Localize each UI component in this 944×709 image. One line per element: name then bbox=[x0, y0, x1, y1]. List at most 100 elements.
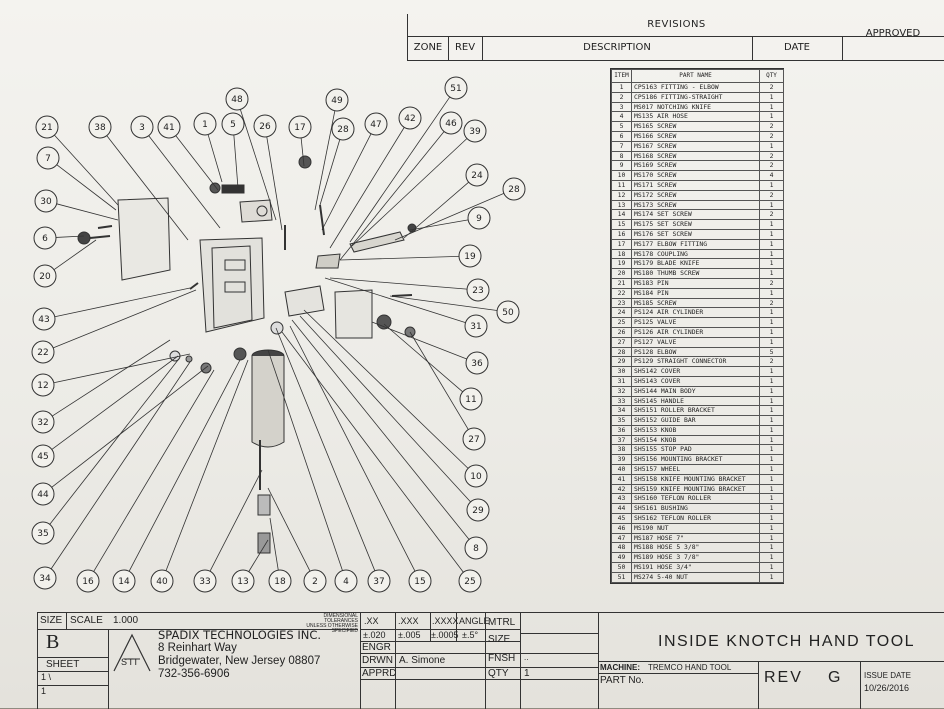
balloon-circle bbox=[467, 206, 491, 230]
balloon-circle bbox=[225, 87, 249, 111]
item-balloon: 34 bbox=[33, 566, 57, 590]
item-balloon: 12 bbox=[31, 373, 55, 397]
item-balloon: 45 bbox=[31, 444, 55, 468]
part-item-number: 51 bbox=[611, 571, 632, 583]
part-item-number: 21 bbox=[611, 277, 632, 289]
part-item-number: 12 bbox=[611, 189, 632, 201]
balloon-circle bbox=[193, 569, 217, 593]
leader-line bbox=[267, 487, 311, 572]
balloon-circle bbox=[157, 115, 181, 139]
part-item-number: 5 bbox=[611, 121, 632, 132]
size-label: SIZE bbox=[40, 615, 63, 626]
balloon-circle bbox=[303, 569, 327, 593]
item-balloon: 14 bbox=[112, 569, 136, 593]
part-qty: 1 bbox=[759, 395, 784, 407]
balloon-circle bbox=[268, 569, 292, 593]
part-item-number: 38 bbox=[611, 444, 632, 456]
balloon-circle bbox=[33, 566, 57, 590]
balloon-number: 44 bbox=[37, 490, 49, 500]
part-name: CP5163 FITTING - ELBOW bbox=[631, 82, 760, 93]
leader-line bbox=[269, 517, 279, 571]
part-qty: 1 bbox=[759, 522, 784, 534]
part-name: PS127 VALVE bbox=[631, 336, 760, 348]
part-item-number: 13 bbox=[611, 199, 632, 211]
balloon-circle bbox=[439, 111, 463, 135]
balloon-number: 3 bbox=[139, 123, 145, 133]
balloon-circle bbox=[112, 569, 136, 593]
part-name-column-header: PART NAME bbox=[631, 69, 760, 83]
leader-line bbox=[299, 315, 471, 503]
leader-line bbox=[54, 287, 191, 318]
leader-line bbox=[51, 365, 209, 488]
part-item-number: 8 bbox=[611, 150, 632, 162]
item-balloon: 38 bbox=[88, 115, 112, 139]
description-header: DESCRIPTION bbox=[482, 36, 753, 60]
leader-line bbox=[339, 255, 460, 261]
part-qty: 1 bbox=[759, 91, 784, 103]
company-logo bbox=[113, 633, 151, 672]
balloon-circle bbox=[367, 569, 391, 593]
item-balloon: 9 bbox=[467, 206, 491, 230]
leader-line bbox=[56, 164, 117, 211]
part-item-number: 35 bbox=[611, 415, 632, 426]
balloon-circle bbox=[33, 264, 57, 288]
part-no-label: PART No. bbox=[600, 675, 644, 686]
part-name: MS183 PIN bbox=[631, 277, 760, 289]
leader-line bbox=[383, 323, 463, 393]
part-name: MS172 SCREW bbox=[631, 189, 760, 201]
balloon-number: 20 bbox=[39, 272, 51, 282]
balloon-number: 4 bbox=[343, 577, 349, 587]
balloon-circle bbox=[458, 244, 482, 268]
machine-label: MACHINE: bbox=[600, 663, 640, 672]
balloon-number: 34 bbox=[39, 574, 51, 584]
part-item-number: 24 bbox=[611, 307, 632, 319]
leader-line bbox=[175, 135, 219, 191]
balloon-circle bbox=[502, 177, 526, 201]
balloon-number: 47 bbox=[370, 120, 381, 130]
item-balloon: 42 bbox=[398, 106, 422, 130]
part-name: MS177 ELBOW FITTING bbox=[631, 238, 760, 250]
part-qty: 2 bbox=[759, 189, 784, 201]
item-balloon: 15 bbox=[408, 569, 432, 593]
balloon-number: 2 bbox=[312, 577, 318, 587]
leader-line bbox=[389, 295, 498, 311]
item-balloon: 1 bbox=[193, 112, 217, 136]
item-balloon: 28 bbox=[502, 177, 526, 201]
leader-line bbox=[50, 361, 191, 570]
part-name: MS179 BLADE KNIFE bbox=[631, 258, 760, 270]
part-qty: 1 bbox=[759, 248, 784, 260]
tol-header-xxx: .XXX bbox=[398, 616, 419, 626]
approved-header: APPROVED bbox=[865, 28, 921, 39]
balloon-number: 17 bbox=[294, 123, 305, 133]
part-item-number: 34 bbox=[611, 405, 632, 417]
part-qty: 1 bbox=[759, 542, 784, 554]
part-item-number: 30 bbox=[611, 366, 632, 377]
item-balloon: 3 bbox=[130, 115, 154, 139]
leader-line bbox=[209, 469, 263, 572]
leader-line bbox=[49, 359, 179, 525]
item-balloon: 25 bbox=[458, 569, 482, 593]
balloon-circle bbox=[36, 146, 60, 170]
item-column-header: ITEM bbox=[611, 69, 632, 83]
balloon-circle bbox=[464, 536, 488, 560]
sheet-label: SHEET bbox=[46, 659, 80, 670]
balloon-circle bbox=[288, 115, 312, 139]
balloon-circle bbox=[231, 569, 255, 593]
balloon-circle bbox=[465, 351, 489, 375]
item-balloon: 26 bbox=[253, 114, 277, 138]
part-name: SH5142 COVER bbox=[631, 366, 760, 377]
balloon-circle bbox=[463, 119, 487, 143]
balloon-circle bbox=[253, 114, 277, 138]
company-name: SPADIX TECHNOLOGIES INC. bbox=[158, 628, 322, 642]
tolerance-note-1: DIMENSIONAL bbox=[323, 613, 358, 619]
balloon-circle bbox=[325, 88, 349, 112]
